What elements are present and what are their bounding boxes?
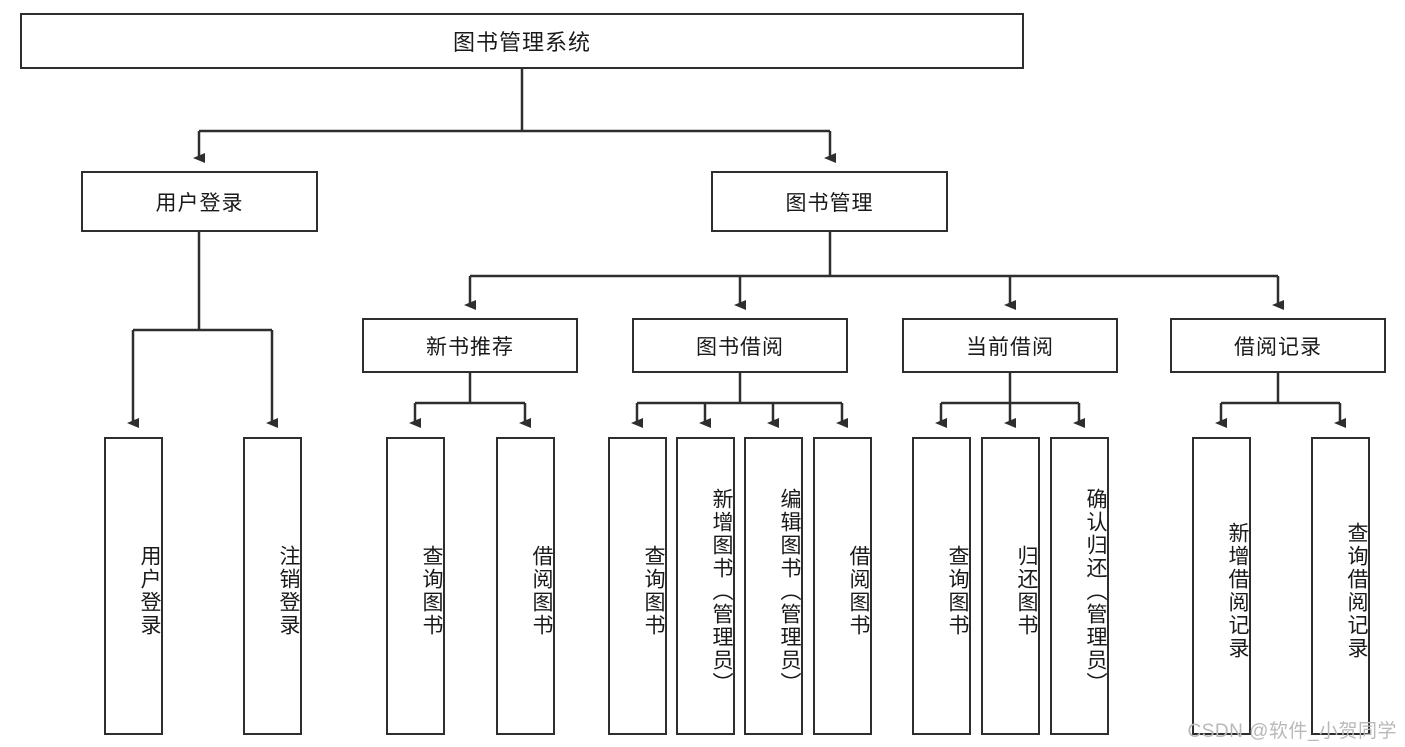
leaf-label: 用户登录 <box>138 545 161 637</box>
leaf-user-login-signin[interactable]: 用户登录 <box>104 437 163 735</box>
node-borrow-record[interactable]: 借阅记录 <box>1170 318 1386 373</box>
node-current-borrow[interactable]: 当前借阅 <box>902 318 1118 373</box>
leaf-label: 查询图书 <box>642 545 665 637</box>
leaf-borrow-edit-book-admin[interactable]: 编辑图书（管理员） <box>744 437 803 735</box>
leaf-user-login-signout[interactable]: 注销登录 <box>243 437 302 735</box>
leaf-label: 借阅图书 <box>530 545 553 637</box>
node-new-book-recommend[interactable]: 新书推荐 <box>362 318 578 373</box>
leaf-current-return-book[interactable]: 归还图书 <box>981 437 1040 735</box>
leaf-recommend-borrow-book[interactable]: 借阅图书 <box>496 437 555 735</box>
leaf-recommend-query-book[interactable]: 查询图书 <box>386 437 445 735</box>
leaf-current-confirm-return-admin[interactable]: 确认归还（管理员） <box>1050 437 1109 735</box>
leaf-borrow-query-book[interactable]: 查询图书 <box>608 437 667 735</box>
leaf-record-add-record[interactable]: 新增借阅记录 <box>1192 437 1251 735</box>
leaf-label: 查询图书 <box>946 545 969 637</box>
leaf-label: 编辑图书（管理员） <box>778 487 801 695</box>
node-book-borrow[interactable]: 图书借阅 <box>632 318 848 373</box>
node-user-login[interactable]: 用户登录 <box>81 171 318 232</box>
leaf-label: 查询借阅记录 <box>1345 522 1368 660</box>
leaf-record-query-record[interactable]: 查询借阅记录 <box>1311 437 1370 735</box>
leaf-current-query-book[interactable]: 查询图书 <box>912 437 971 735</box>
leaf-borrow-add-book-admin[interactable]: 新增图书（管理员） <box>676 437 735 735</box>
leaf-label: 新增图书（管理员） <box>710 487 733 695</box>
leaf-borrow-borrow-book[interactable]: 借阅图书 <box>813 437 872 735</box>
node-root-system[interactable]: 图书管理系统 <box>20 13 1024 69</box>
leaf-label: 借阅图书 <box>847 545 870 637</box>
watermark-text: CSDN @软件_小贺同学 <box>1187 721 1397 742</box>
leaf-label: 注销登录 <box>277 545 300 637</box>
leaf-label: 新增借阅记录 <box>1226 522 1249 660</box>
leaf-label: 确认归还（管理员） <box>1084 487 1107 695</box>
leaf-label: 查询图书 <box>420 545 443 637</box>
leaf-label: 归还图书 <box>1015 545 1038 637</box>
node-book-management[interactable]: 图书管理 <box>711 171 948 232</box>
